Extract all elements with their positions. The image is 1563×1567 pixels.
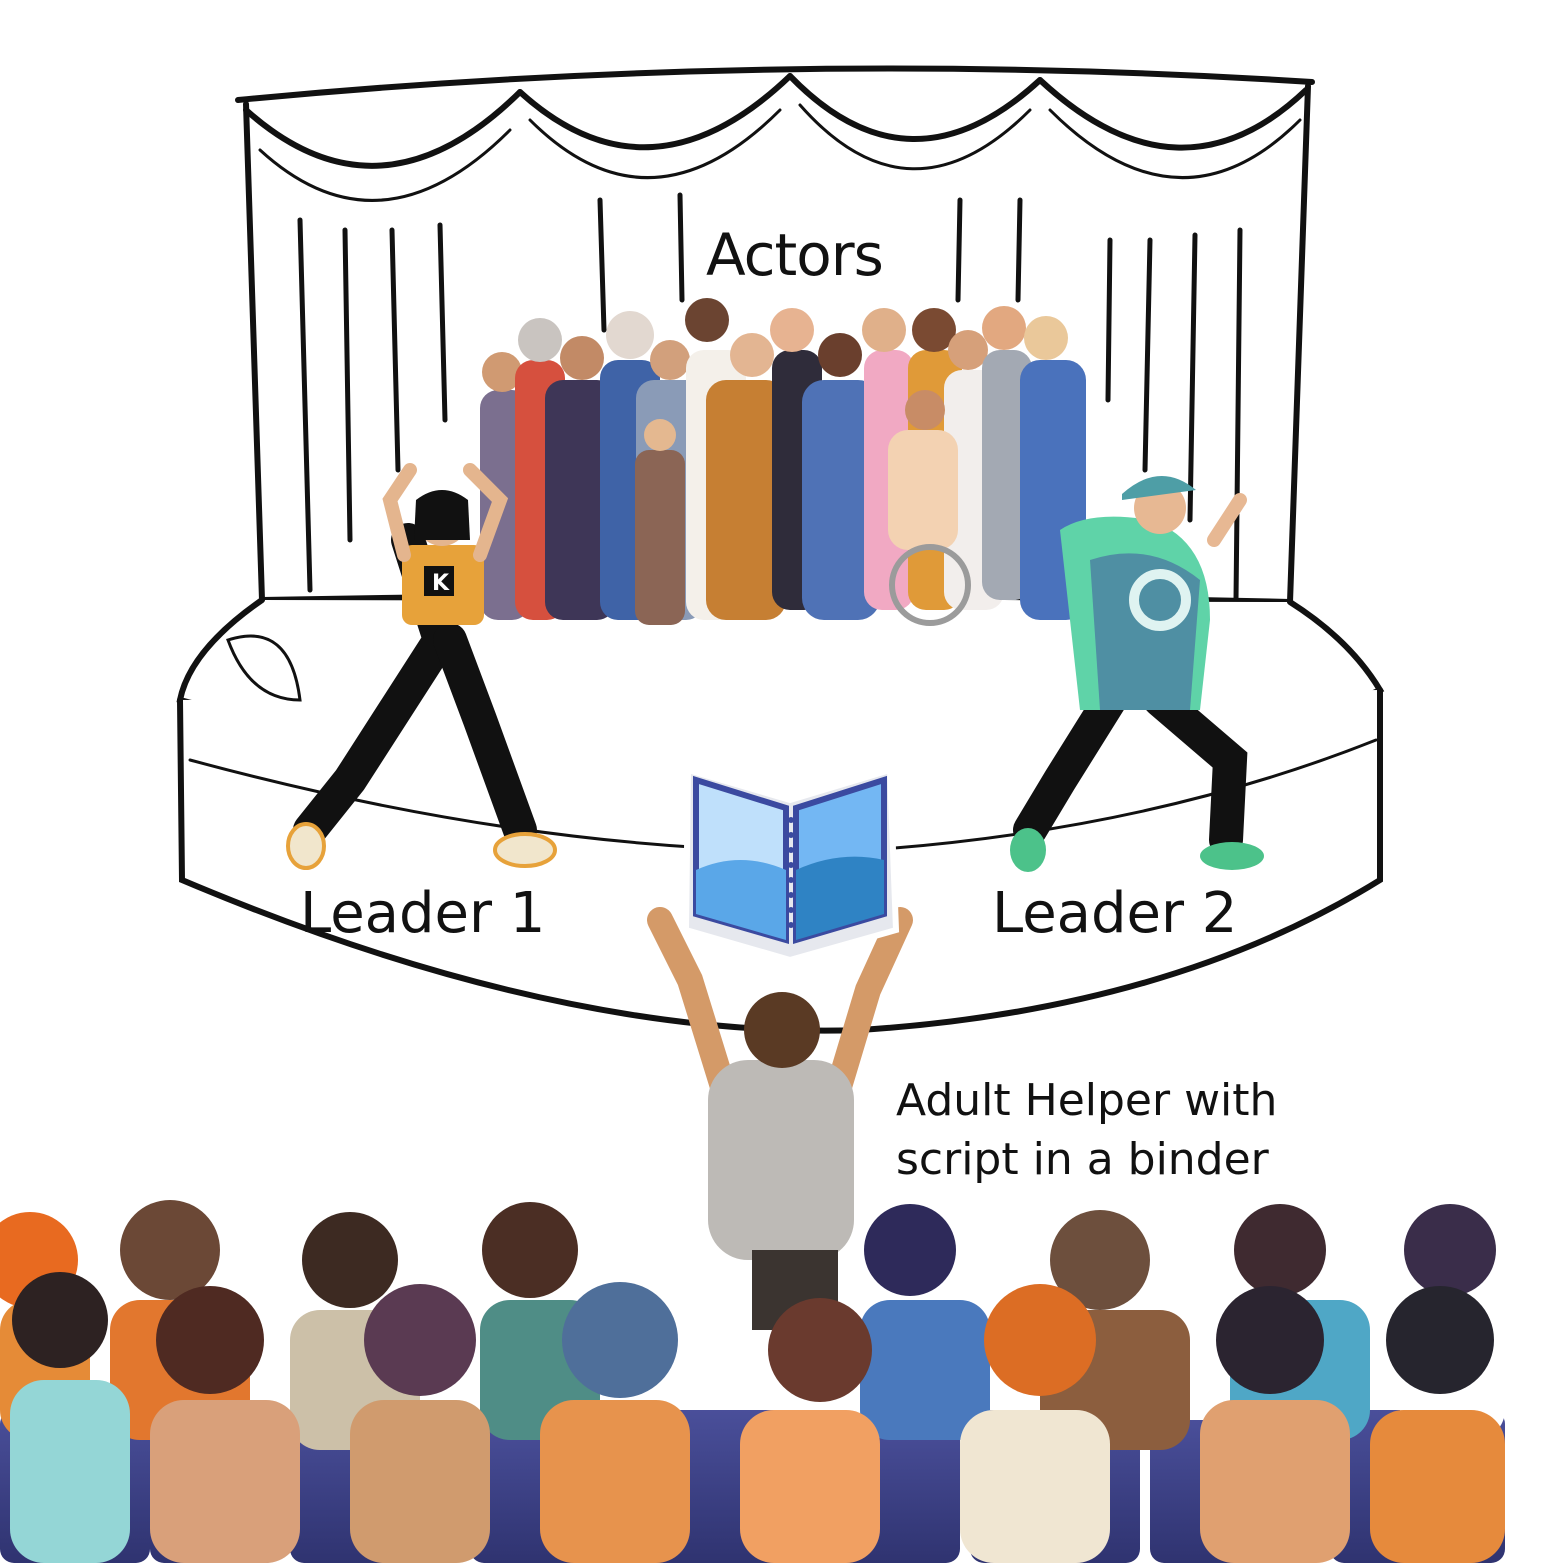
adult-helper-figure [647, 907, 913, 1330]
actor [635, 419, 685, 625]
actor [982, 306, 1032, 600]
leader-2-label: Leader 2 [992, 881, 1238, 946]
adult-helper-label-line-1: Adult Helper with [896, 1075, 1278, 1126]
curtain [235, 65, 1315, 605]
svg-text:K: K [432, 571, 450, 596]
binder-icon [682, 766, 900, 964]
leader-1-figure: K [286, 463, 557, 870]
audience-front-row [10, 1272, 1505, 1563]
leader-2-figure [1010, 475, 1264, 872]
actors-label: Actors [706, 221, 884, 289]
adult-helper-label-line-2: script in a binder [896, 1133, 1269, 1185]
actor-wheelchair [888, 390, 971, 626]
adult-helper-label: Adult Helper with script in a binder [896, 1072, 1277, 1189]
actor [706, 333, 786, 620]
audience [0, 1200, 1505, 1563]
actor [545, 336, 615, 620]
actors-group [480, 298, 1086, 626]
leader-1-label: Leader 1 [300, 881, 546, 946]
actor [802, 333, 880, 620]
